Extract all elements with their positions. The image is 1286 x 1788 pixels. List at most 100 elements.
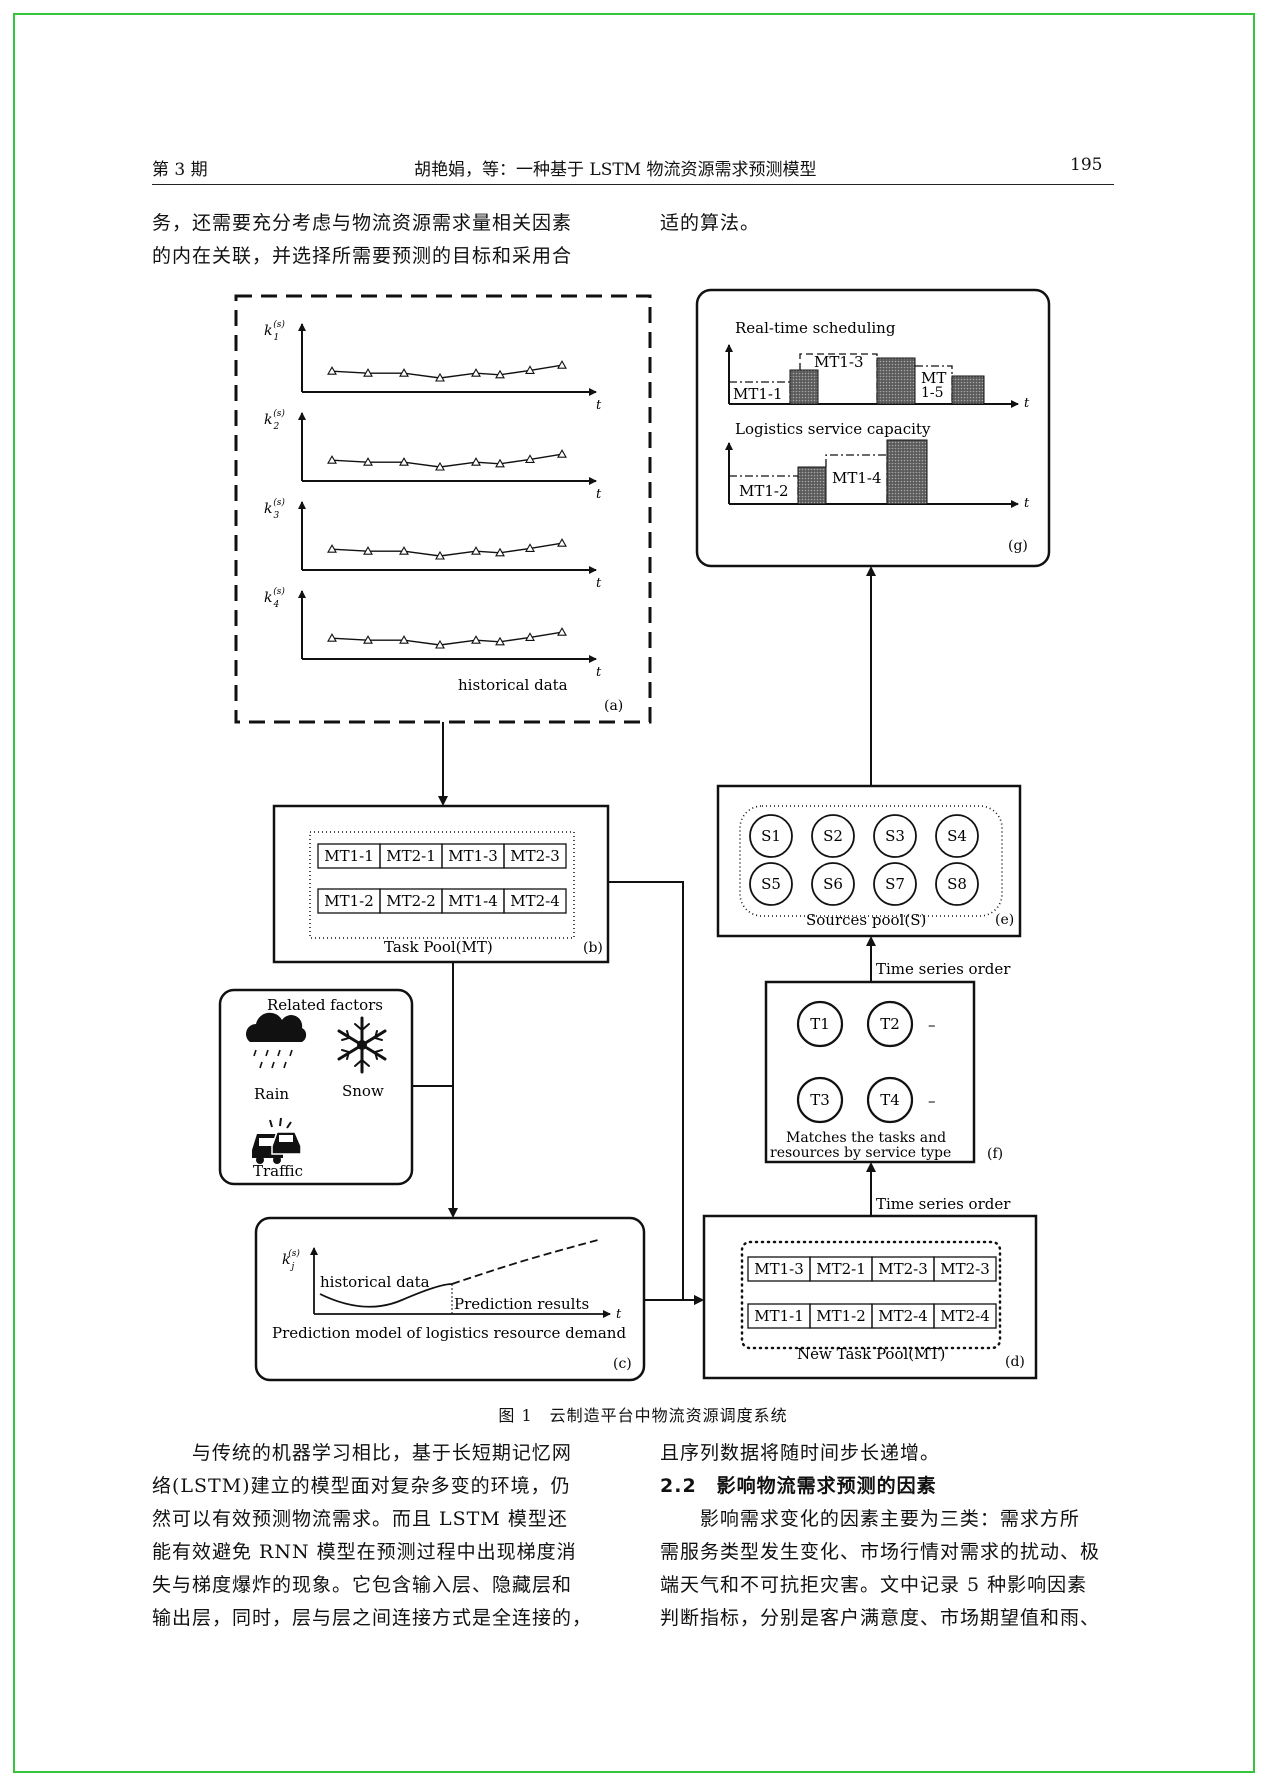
task-cell-label: MT2-3 xyxy=(940,1260,990,1278)
panel-b-tag: (b) xyxy=(583,940,603,956)
source-node-label: S4 xyxy=(947,827,967,845)
historical-chart-1: k1(s)t xyxy=(264,319,602,413)
label-subscript: 2 xyxy=(272,422,279,432)
data-point xyxy=(495,636,505,646)
label-superscript: (s) xyxy=(273,497,285,508)
data-point xyxy=(327,366,337,375)
body-right-column: 且序列数据将随时间步长递增。 2.2 影响物流需求预测的因素 影响需求变化的因素… xyxy=(660,1437,1130,1635)
intro-left-column: 务，还需要充分考虑与物流资源需求量相关因素 的内在关联，并选择所需要预测的目标和… xyxy=(152,207,622,273)
task-cell-label: MT2-3 xyxy=(510,847,560,865)
label-superscript: (s) xyxy=(288,1248,300,1259)
series-line xyxy=(331,453,563,468)
g-label: MT xyxy=(921,369,946,387)
capacity-bar xyxy=(886,439,928,505)
g-label: MT1-3 xyxy=(814,353,864,371)
text-line: 的内在关联，并选择所需要预测的目标和采用合 xyxy=(152,245,573,267)
figure-caption: 图 1 云制造平台中物流资源调度系统 xyxy=(498,1406,788,1425)
ellipsis-dash: – xyxy=(928,1092,936,1110)
task-cell-label: MT1-3 xyxy=(448,847,498,865)
text-line: 失与梯度爆炸的现象。它包含输入层、隐藏层和 xyxy=(152,1574,573,1596)
data-point xyxy=(557,449,567,458)
panel-f-tag: (f) xyxy=(987,1146,1003,1162)
data-point xyxy=(557,538,567,547)
series-line xyxy=(331,631,563,646)
data-point xyxy=(557,627,567,636)
data-point xyxy=(399,368,409,377)
snowflake-icon xyxy=(337,1016,387,1074)
task-cell xyxy=(503,843,567,869)
label-superscript: (s) xyxy=(273,586,285,597)
sources-pool-label: Sources pool(S) xyxy=(806,911,926,929)
new-task-pool-label: New Task Pool(MT) xyxy=(797,1345,945,1363)
panel-g-scheduling: Real-time scheduling t MT1-1 MT1-3 MT 1-… xyxy=(695,288,1051,568)
source-node-label: S2 xyxy=(823,827,843,845)
label-base: k xyxy=(264,501,272,517)
historical-chart-3: k3(s)t xyxy=(264,497,602,591)
label-subscript: j xyxy=(289,1262,294,1272)
task-pool-label: Task Pool(MT) xyxy=(384,938,493,956)
data-point xyxy=(525,365,535,374)
data-point xyxy=(471,546,481,555)
schedule-bar xyxy=(789,369,819,405)
task-cell-label: MT1-4 xyxy=(448,892,498,910)
f-caption-line: resources by service type xyxy=(770,1145,951,1161)
text-line: 能有效避免 RNN 模型在预测过程中出现梯度消 xyxy=(152,1541,577,1563)
task-node xyxy=(866,1076,914,1124)
label-base: k xyxy=(282,1252,290,1268)
task-node-label: T3 xyxy=(810,1091,830,1109)
source-node-label: S5 xyxy=(761,875,781,893)
factor-label-snow: Snow xyxy=(342,1082,384,1100)
task-cell xyxy=(933,1303,997,1329)
data-point xyxy=(327,544,337,553)
task-cell-label: MT1-2 xyxy=(324,892,374,910)
data-point xyxy=(435,639,445,649)
prediction-curve xyxy=(451,1239,599,1285)
text-line: 判断指标，分别是客户满意度、市场期望值和雨、 xyxy=(660,1607,1101,1629)
data-point xyxy=(435,372,445,382)
source-node xyxy=(749,862,793,906)
task-cell-label: MT1-1 xyxy=(754,1307,804,1325)
text-line: 需服务类型发生变化、市场行情对需求的扰动、极 xyxy=(660,1541,1101,1563)
series-line xyxy=(331,542,563,557)
data-point xyxy=(363,546,373,555)
label-base: k xyxy=(264,412,272,428)
g-label: MT1-4 xyxy=(832,469,882,487)
panel-c-tag: (c) xyxy=(613,1356,632,1372)
factor-label-rain: Rain xyxy=(254,1085,289,1103)
panel-d-tag: (d) xyxy=(1005,1354,1025,1370)
task-cell-label: MT1-3 xyxy=(754,1260,804,1278)
task-cell-label: MT1-1 xyxy=(324,847,374,865)
historical-curve xyxy=(319,1283,453,1308)
data-point xyxy=(557,360,567,369)
data-point xyxy=(327,455,337,464)
historical-chart-2: k2(s)t xyxy=(264,408,602,502)
page-number: 195 xyxy=(1070,155,1103,175)
time-series-order-label: Time series order xyxy=(876,1195,1011,1213)
g-label: MT1-2 xyxy=(739,482,789,500)
panel-a-tag: (a) xyxy=(604,698,623,714)
capacity-bar xyxy=(797,466,827,505)
g-t-axis-label: t xyxy=(1024,396,1030,411)
a-t-axis-label: t xyxy=(596,487,602,502)
task-cell-label: MT2-1 xyxy=(386,847,436,865)
rain-cloud-icon xyxy=(245,1012,307,1069)
section-heading: 2.2 影响物流需求预测的因素 xyxy=(660,1475,937,1497)
task-node xyxy=(796,1000,844,1048)
task-cell-label: MT2-1 xyxy=(816,1260,866,1278)
a-t-axis-label: t xyxy=(596,665,602,680)
data-point xyxy=(471,368,481,377)
task-node-label: T1 xyxy=(810,1015,830,1033)
series-line xyxy=(331,364,563,379)
logistics-scheduling-figure: k1(s)tk2(s)tk3(s)tk4(s)t historical data… xyxy=(218,288,1051,1382)
label-superscript: (s) xyxy=(273,319,285,330)
source-node xyxy=(935,814,979,858)
task-cell-label: MT2-4 xyxy=(878,1307,928,1325)
source-node xyxy=(811,814,855,858)
task-node xyxy=(796,1076,844,1124)
text-line: 然可以有效预测物流需求。而且 LSTM 模型还 xyxy=(152,1508,568,1530)
logistics-capacity-title: Logistics service capacity xyxy=(735,420,931,438)
running-title: 胡艳娟，等：一种基于 LSTM 物流资源需求预测模型 xyxy=(414,160,817,180)
source-node-label: S6 xyxy=(823,875,843,893)
task-cell-label: MT2-2 xyxy=(386,892,436,910)
